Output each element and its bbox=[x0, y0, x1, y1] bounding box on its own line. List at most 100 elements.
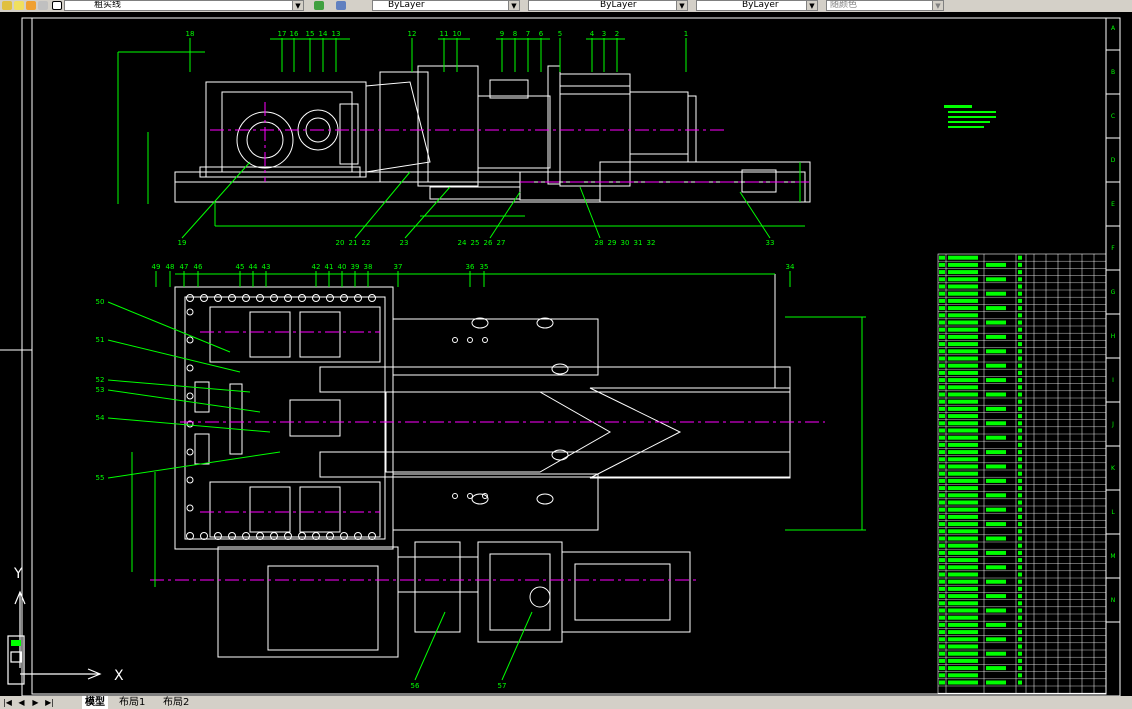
grid-letter-I: I bbox=[1112, 377, 1114, 384]
balloon-plan-left-55: 55 bbox=[96, 474, 105, 482]
last-tab-icon[interactable]: ▶| bbox=[45, 698, 54, 707]
grid-letter-K: K bbox=[1111, 465, 1116, 472]
balloon-bottom-19: 19 bbox=[178, 239, 187, 247]
balloon-plan-top-36: 36 bbox=[466, 263, 475, 271]
balloon-top-17: 17 bbox=[278, 30, 287, 38]
linetype-dropdown[interactable]: ByLayer ▼ bbox=[528, 0, 688, 11]
balloon-top-4: 4 bbox=[590, 30, 595, 38]
color-square-icon[interactable] bbox=[52, 1, 62, 10]
technical-notes bbox=[944, 105, 996, 128]
balloon-bottom-23: 23 bbox=[400, 239, 409, 247]
balloon-plan-left-53: 53 bbox=[96, 386, 105, 394]
balloon-top-15: 15 bbox=[306, 30, 315, 38]
ucs-y-label: Y bbox=[13, 566, 23, 582]
first-tab-icon[interactable]: |◀ bbox=[3, 698, 12, 707]
balloon-bottom-22: 22 bbox=[362, 239, 371, 247]
balloon-top-10: 10 bbox=[453, 30, 462, 38]
tab-model[interactable]: 模型 bbox=[82, 696, 108, 709]
chevron-down-icon[interactable]: ▼ bbox=[292, 1, 303, 10]
balloon-plan-top-38: 38 bbox=[364, 263, 373, 271]
prev-tab-icon[interactable]: ◀ bbox=[18, 698, 25, 707]
linetype-dropdown-value: ByLayer bbox=[600, 0, 637, 10]
balloon-plan-left-51: 51 bbox=[96, 336, 105, 344]
layer-dropdown-value: 粗实线 bbox=[94, 0, 122, 10]
bom-table bbox=[937, 253, 1107, 694]
tab-layout1[interactable]: 布局1 bbox=[119, 697, 146, 708]
balloon-top-18: 18 bbox=[186, 30, 195, 38]
layer-state-icon[interactable] bbox=[2, 1, 12, 10]
balloon-top-2: 2 bbox=[615, 30, 619, 38]
plan-view bbox=[174, 274, 791, 658]
leader-lines bbox=[107, 38, 791, 681]
ucs-icon bbox=[7, 590, 102, 685]
chevron-down-icon[interactable]: ▼ bbox=[676, 1, 687, 10]
grid-letter-N: N bbox=[1111, 597, 1116, 604]
chevron-down-icon[interactable]: ▼ bbox=[932, 1, 943, 10]
balloon-top-6: 6 bbox=[539, 30, 544, 38]
color-dropdown[interactable]: ByLayer ▼ bbox=[372, 0, 520, 11]
plan-view-dimensions bbox=[131, 273, 866, 587]
balloon-plan-top-37: 37 bbox=[394, 263, 403, 271]
lightbulb-icon[interactable] bbox=[14, 1, 24, 10]
grid-letter-L: L bbox=[1111, 509, 1115, 516]
balloon-plan-top-41: 41 bbox=[325, 263, 334, 271]
balloon-bottom-31: 31 bbox=[634, 239, 643, 247]
balloon-bottom-29: 29 bbox=[608, 239, 617, 247]
grid-letter-A: A bbox=[1111, 25, 1116, 32]
balloon-bottom-21: 21 bbox=[349, 239, 358, 247]
balloon-top-9: 9 bbox=[500, 30, 504, 38]
balloon-plan-bottom-57: 57 bbox=[498, 682, 507, 690]
plotstyle-dropdown-value: 随颜色 bbox=[830, 0, 858, 10]
balloon-bottom-24: 24 bbox=[458, 239, 467, 247]
balloon-plan-bottom-56: 56 bbox=[411, 682, 420, 690]
grid-letter-C: C bbox=[1111, 113, 1115, 120]
make-current-layer-icon[interactable] bbox=[314, 1, 324, 10]
chevron-down-icon[interactable]: ▼ bbox=[806, 1, 817, 10]
balloon-plan-top-44: 44 bbox=[249, 263, 258, 271]
balloon-plan-left-54: 54 bbox=[96, 414, 105, 422]
grid-letter-B: B bbox=[1111, 69, 1115, 76]
balloon-bottom-27: 27 bbox=[497, 239, 506, 247]
balloon-plan-top-34: 34 bbox=[786, 263, 795, 271]
sun-icon[interactable] bbox=[26, 1, 36, 10]
balloon-plan-top-40: 40 bbox=[338, 263, 347, 271]
lineweight-dropdown[interactable]: ByLayer ▼ bbox=[696, 0, 818, 11]
balloon-top-14: 14 bbox=[319, 30, 328, 38]
layer-dropdown[interactable]: 粗实线 ▼ bbox=[64, 0, 304, 11]
grid-letter-E: E bbox=[1111, 201, 1115, 208]
balloon-top-1: 1 bbox=[684, 30, 688, 38]
lineweight-dropdown-value: ByLayer bbox=[742, 0, 779, 10]
grid-letter-H: H bbox=[1111, 333, 1116, 340]
grid-letter-M: M bbox=[1110, 553, 1115, 560]
balloon-top-3: 3 bbox=[602, 30, 606, 38]
chevron-down-icon[interactable]: ▼ bbox=[508, 1, 519, 10]
balloon-top-8: 8 bbox=[513, 30, 517, 38]
layer-previous-icon[interactable] bbox=[336, 1, 346, 10]
next-tab-icon[interactable]: ▶ bbox=[32, 698, 39, 707]
properties-toolbar: 粗实线 ▼ ByLayer ▼ ByLayer ▼ ByLayer ▼ 随颜色 … bbox=[0, 0, 1132, 12]
plan-view-holes bbox=[186, 294, 569, 540]
balloon-top-16: 16 bbox=[290, 30, 299, 38]
balloon-plan-top-39: 39 bbox=[351, 263, 360, 271]
ucs-x-label: X bbox=[114, 668, 124, 684]
plan-view-centerlines bbox=[150, 331, 825, 581]
balloon-plan-top-45: 45 bbox=[236, 263, 245, 271]
plotstyle-dropdown[interactable]: 随颜色 ▼ bbox=[826, 0, 944, 11]
lock-icon[interactable] bbox=[38, 1, 48, 10]
balloon-top-11: 11 bbox=[440, 30, 449, 38]
grid-letter-G: G bbox=[1111, 289, 1116, 296]
balloon-top-5: 5 bbox=[558, 30, 562, 38]
balloon-top-12: 12 bbox=[408, 30, 417, 38]
tab-layout2[interactable]: 布局2 bbox=[163, 697, 190, 708]
balloon-bottom-25: 25 bbox=[471, 239, 480, 247]
balloon-plan-left-52: 52 bbox=[96, 376, 105, 384]
balloon-bottom-32: 32 bbox=[647, 239, 656, 247]
balloon-bottom-30: 30 bbox=[621, 239, 630, 247]
balloon-plan-top-46: 46 bbox=[194, 263, 203, 271]
balloon-top-13: 13 bbox=[332, 30, 341, 38]
balloon-plan-top-47: 47 bbox=[180, 263, 189, 271]
